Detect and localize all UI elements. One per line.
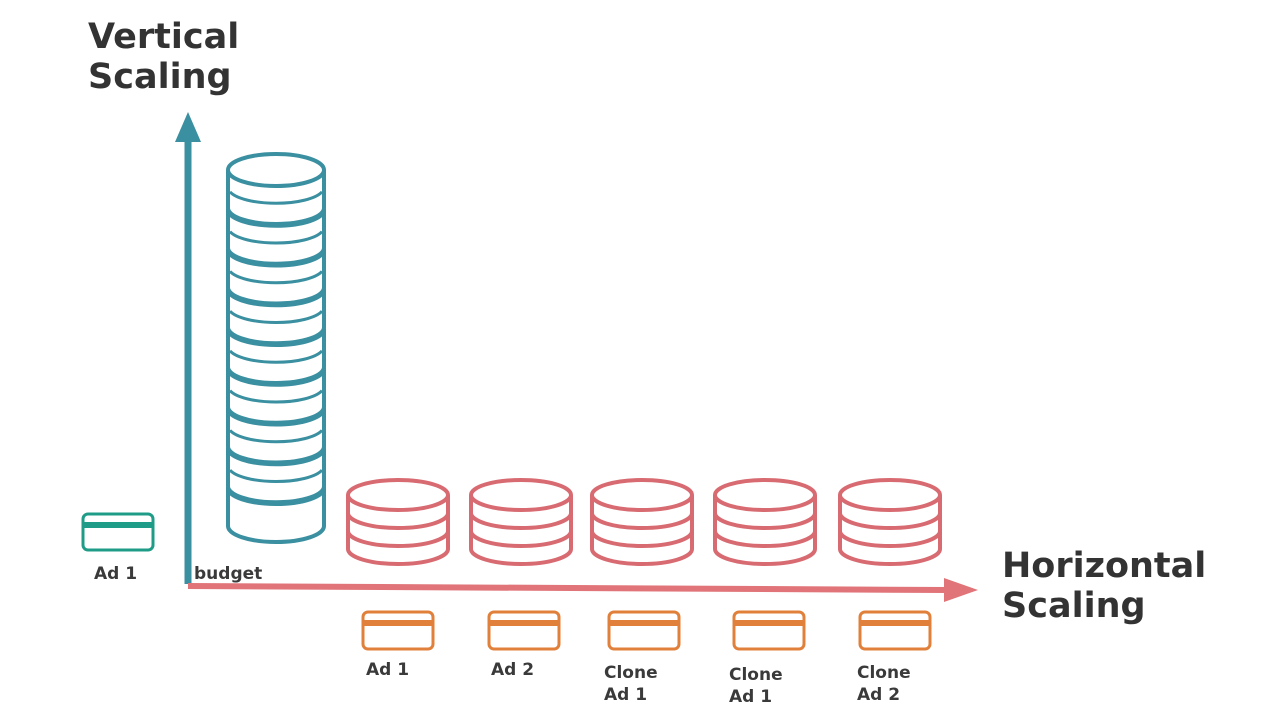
horizontal-ad-card-2 [487,610,561,651]
horizontal-scaling-title: Horizontal Scaling [1002,546,1207,626]
horizontal-ad-label-5: Clone Ad 2 [857,662,911,706]
card-outline [858,610,932,651]
vertical-ad-label: Ad 1 [94,564,138,584]
vertical-database-stack [226,152,326,544]
horizontal-ad-card-1 [361,610,435,651]
cylinder-ring [713,530,817,548]
disc-ring [228,429,324,444]
card-outline [361,610,435,651]
vertical-scaling-title: Vertical Scaling [88,17,240,97]
card-outline [607,610,681,651]
cylinder-ring [838,530,942,548]
disc-top [226,152,326,188]
cylinder-ring [469,530,573,548]
cylinder-top [346,478,450,512]
horizontal-title-line-1: Horizontal [1002,546,1207,586]
card-stripe [735,620,803,626]
budget-label: budget [194,564,263,584]
horizontal-ad-card-5 [858,610,932,651]
horizontal-ad-card-4 [732,610,806,651]
ad-label-line: Clone [604,663,658,683]
card-stripe [364,620,432,626]
vertical-title-line-1: Vertical [88,17,240,57]
horizontal-database-1 [346,478,450,566]
ad-label-line: Ad 2 [857,685,901,705]
axes [175,112,978,602]
disc-ring [228,270,324,285]
disc-ring [228,310,324,325]
cylinder-ring [590,512,694,530]
card-stripe [610,620,678,626]
disc-ring [228,389,324,404]
vertical-arrowhead [175,112,201,142]
database-disc [226,152,326,226]
ad-cards [81,512,932,651]
horizontal-ad-label-4: Clone Ad 1 [729,664,783,708]
card-stripe [490,620,558,626]
horizontal-database-2 [469,478,573,566]
card-outline [487,610,561,651]
horizontal-ad-card-3 [607,610,681,651]
disc-ring [228,190,324,205]
cylinder-top [713,478,817,512]
disc-ring [228,349,324,364]
ad-label-line: Ad 1 [366,660,410,680]
vertical-ad-card [81,512,155,552]
cylinder-ring [346,512,450,530]
ad-label-line: Clone [857,663,911,683]
ad-label-line: Clone [729,665,783,685]
cylinder-top [838,478,942,512]
horizontal-database-3 [590,478,694,566]
cylinder-ring [838,512,942,530]
horizontal-title-line-2: Scaling [1002,585,1146,626]
horizontal-ad-label-2: Ad 2 [491,659,534,681]
horizontal-database-4 [713,478,817,566]
cylinder-ring [590,530,694,548]
horizontal-arrowhead [944,578,978,602]
cylinder-top [590,478,694,512]
horizontal-databases [346,478,942,566]
ad-label-line: Ad 1 [729,687,773,707]
disc-ring [228,230,324,245]
cylinder-ring [346,530,450,548]
horizontal-axis-arrow [187,583,949,593]
cylinder-ring [713,512,817,530]
card-stripe [84,522,152,528]
card-stripe [861,620,929,626]
horizontal-database-5 [838,478,942,566]
cylinder-top [469,478,573,512]
disc-ring [228,469,324,484]
ad-label-line: Ad 1 [604,685,648,705]
vertical-title-line-2: Scaling [88,56,232,97]
horizontal-ad-label-1: Ad 1 [366,659,409,681]
card-outline [732,610,806,651]
ad-label-line: Ad 2 [491,660,535,680]
horizontal-ad-label-3: Clone Ad 1 [604,662,658,706]
cylinder-ring [469,512,573,530]
card-outline [81,512,155,552]
